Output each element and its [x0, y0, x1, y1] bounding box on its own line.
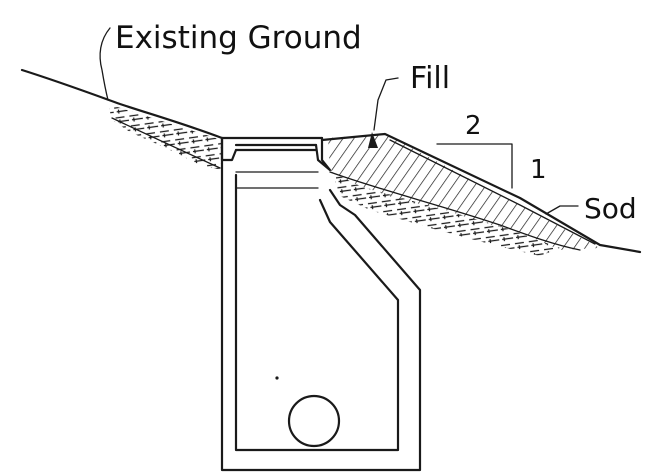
fill-embankment [328, 134, 600, 250]
stray-dot [275, 376, 279, 380]
sod-label: Sod [584, 192, 637, 225]
sod-edge-line [389, 139, 596, 245]
existing-ground-soil-edge [111, 117, 221, 169]
fill-top-line [320, 132, 642, 254]
structure-cap-left-lip [220, 136, 238, 162]
fill-label: Fill [410, 61, 450, 96]
slope-ratio-indicator [436, 143, 513, 189]
fill-leader [373, 77, 399, 131]
slope-rise-label: 1 [530, 155, 547, 185]
structure-cap-right-lip [314, 136, 332, 172]
structure-inner-wall [234, 173, 400, 452]
fill-base-line [329, 171, 581, 251]
existing-ground-line [20, 68, 224, 140]
existing-ground-label: Existing Ground [115, 20, 362, 56]
fill-leader-arrow [368, 132, 378, 148]
existing-ground-leader [99, 27, 111, 101]
structure-top-grate [220, 136, 324, 152]
outlet-pipe [287, 394, 341, 448]
structure-left-wall [220, 136, 422, 472]
structure-horizontal-seams [235, 171, 319, 189]
existing-ground-soil [108, 104, 222, 170]
sod-leader [545, 205, 579, 215]
slope-run-label: 2 [465, 111, 482, 141]
fill-underlying-soil [332, 172, 560, 256]
